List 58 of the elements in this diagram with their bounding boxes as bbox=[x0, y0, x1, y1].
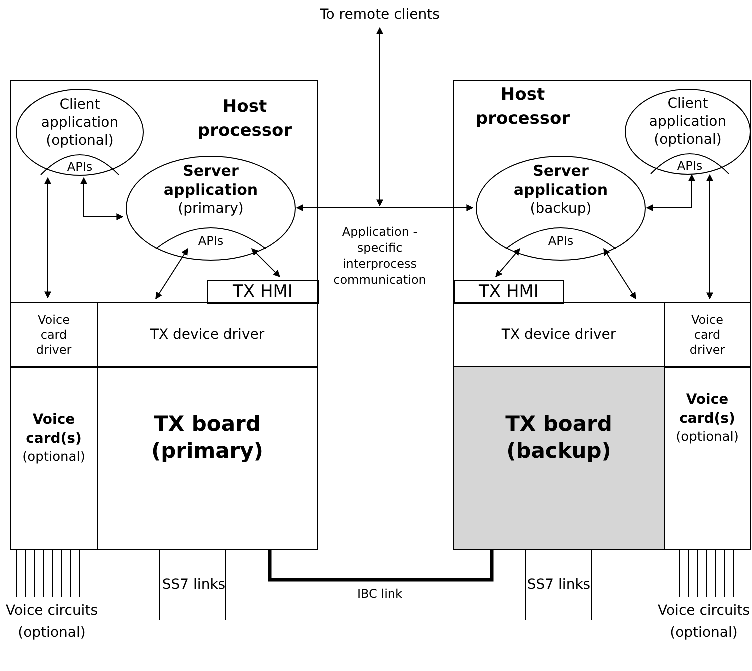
node-label: Server application bbox=[162, 162, 260, 200]
node-label: TX device driver bbox=[502, 326, 616, 344]
node-label: APIs bbox=[67, 159, 93, 175]
node-label: TX HMI bbox=[233, 282, 293, 302]
connector-arrow bbox=[646, 174, 696, 212]
driver-box bbox=[97, 302, 318, 368]
node-label: TX HMI bbox=[479, 282, 539, 302]
node-label: Voice card driver bbox=[688, 312, 726, 358]
node-label: Voice card(s) bbox=[678, 391, 736, 429]
node-label: APIs bbox=[198, 233, 224, 249]
node-label: TX board (primary) bbox=[150, 411, 264, 465]
hmi-box bbox=[207, 280, 319, 304]
connector-arrow bbox=[376, 27, 384, 207]
api-arc bbox=[651, 153, 729, 174]
api-arc bbox=[156, 227, 266, 249]
signal-label: SS7 links bbox=[526, 576, 592, 595]
board-box bbox=[453, 366, 665, 550]
voice-card-box bbox=[10, 366, 98, 550]
node-label: TX board (backup) bbox=[504, 411, 614, 465]
connector-arrow bbox=[156, 248, 188, 300]
connector-arrow bbox=[296, 204, 474, 212]
client-ellipse bbox=[16, 89, 144, 176]
voice-card-box bbox=[664, 366, 751, 550]
host-processor-box bbox=[453, 80, 751, 303]
node-label: Voice card(s) bbox=[25, 411, 83, 449]
hmi-box bbox=[454, 280, 564, 304]
node-label: (optional) bbox=[676, 429, 739, 447]
node-label: Host processor bbox=[196, 96, 294, 143]
connector-arrow bbox=[80, 177, 124, 220]
api-arc bbox=[506, 227, 616, 249]
connector-arrow bbox=[252, 248, 280, 278]
signal-label: SS7 links bbox=[161, 576, 227, 595]
node-label: (backup) bbox=[530, 200, 592, 218]
node-label: (primary) bbox=[178, 200, 244, 218]
node-label: TX device driver bbox=[150, 326, 265, 344]
node-label: APIs bbox=[677, 158, 703, 174]
node-label: Host processor bbox=[474, 84, 572, 131]
host-processor-box bbox=[10, 80, 318, 303]
server-ellipse bbox=[126, 156, 296, 261]
connector-arrow bbox=[496, 248, 520, 278]
node-label: (optional) bbox=[22, 449, 86, 467]
node-label: Server application bbox=[512, 162, 610, 200]
node-label: Client application (optional) bbox=[648, 95, 728, 149]
driver-box bbox=[664, 302, 751, 368]
client-ellipse bbox=[625, 89, 751, 175]
signal-label: Voice circuits (optional) bbox=[5, 602, 99, 643]
board-box bbox=[97, 366, 318, 550]
node-label: To remote clients bbox=[320, 6, 440, 24]
connector-arrow bbox=[604, 248, 636, 300]
server-ellipse bbox=[476, 156, 646, 261]
driver-box bbox=[10, 302, 98, 368]
connector-arrow bbox=[44, 177, 52, 299]
signal-label: Voice circuits (optional) bbox=[657, 602, 751, 643]
node-label: Voice card driver bbox=[35, 312, 73, 358]
node-label: APIs bbox=[548, 233, 574, 249]
node-label: Client application (optional) bbox=[40, 96, 120, 150]
api-arc bbox=[41, 154, 119, 175]
connector-arrow bbox=[706, 174, 714, 300]
